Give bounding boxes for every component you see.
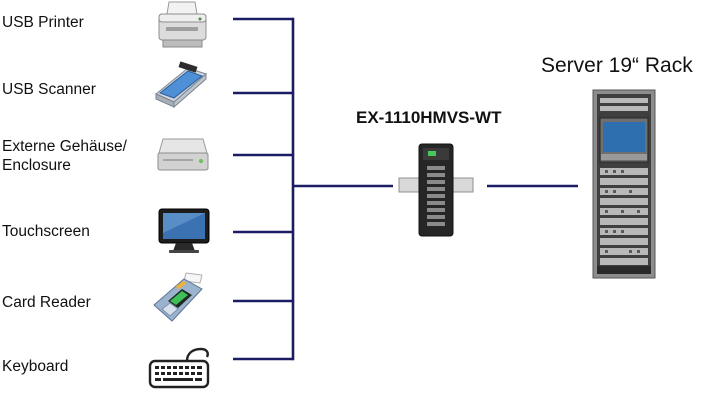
device-label-enclosure: Externe Gehäuse/ Enclosure: [2, 138, 127, 174]
device-label-touchscreen: Touchscreen: [2, 223, 90, 240]
device-label-scanner: USB Scanner: [2, 81, 96, 98]
device-label-card-reader: Card Reader: [2, 294, 91, 311]
card-reader-icon: [153, 272, 203, 322]
usb-hub-icon: [398, 143, 474, 237]
server-rack-label: Server 19“ Rack: [541, 54, 693, 77]
printer-icon: [158, 1, 207, 48]
server-rack-icon: [592, 89, 656, 279]
keyboard-icon: [148, 347, 210, 389]
hard-drive-enclosure-icon: [157, 138, 209, 171]
scanner-icon: [155, 61, 207, 109]
device-label-printer: USB Printer: [2, 14, 84, 31]
device-label-keyboard: Keyboard: [2, 358, 69, 375]
hub-model-label: EX-1110HMVS-WT: [356, 108, 502, 127]
touchscreen-monitor-icon: [158, 208, 210, 253]
